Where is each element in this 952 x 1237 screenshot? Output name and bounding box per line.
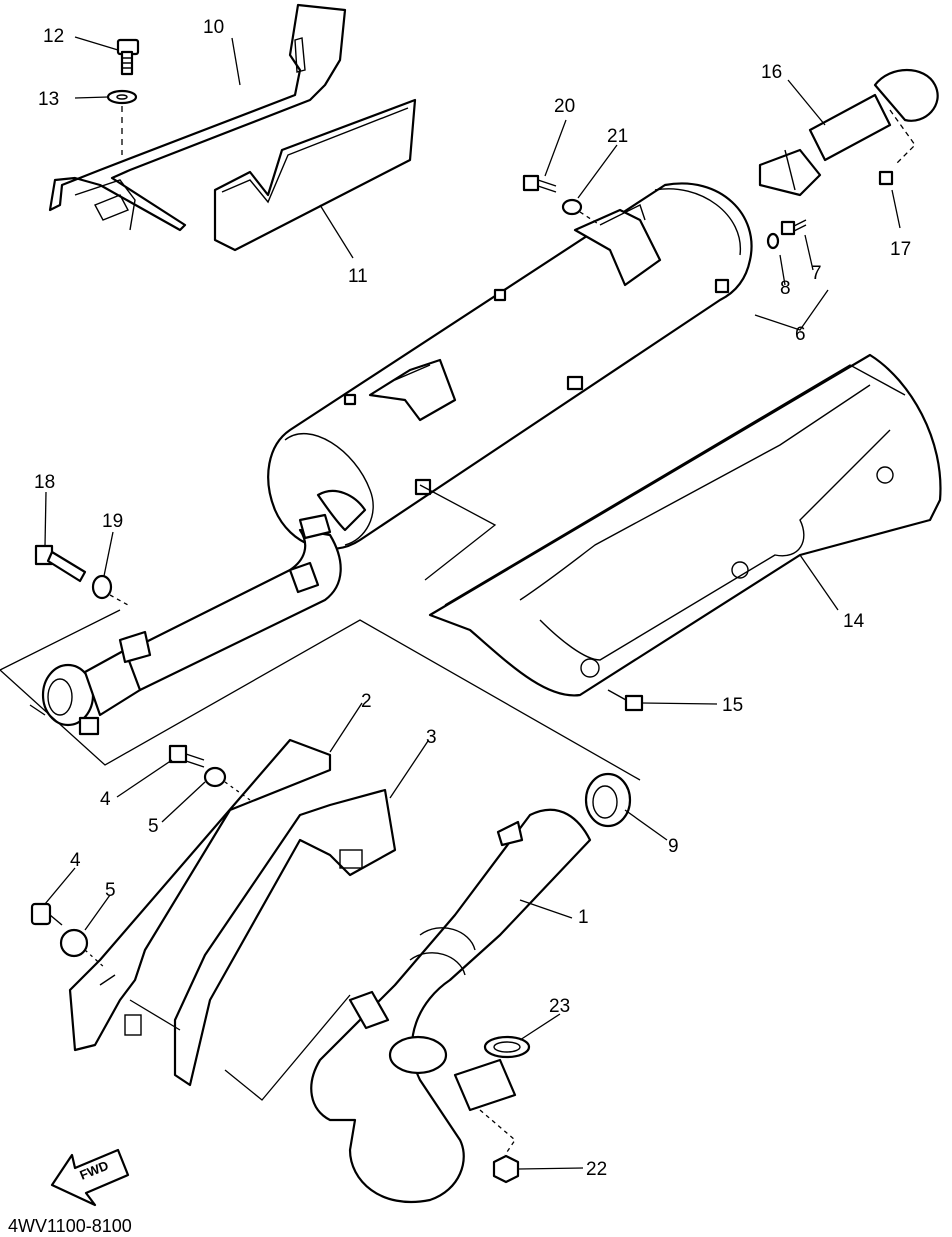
part-14-heat-cover[interactable] [428,353,942,697]
callout-4-upper: 4 [100,789,111,810]
part-8-washer[interactable] [766,232,780,250]
part-5-washer-upper[interactable] [203,766,227,788]
callout-11: 11 [348,266,368,287]
part-17-bolt[interactable] [878,170,894,186]
part-18-bolt[interactable] [34,544,87,583]
part-4-bolt-upper[interactable] [168,744,205,768]
part-21-washer[interactable] [561,198,583,216]
part-7-bolt[interactable] [780,219,807,236]
callout-12: 12 [43,26,64,47]
callout-17: 17 [890,239,911,260]
part-13-washer[interactable] [106,89,138,105]
callout-10: 10 [203,17,224,38]
callout-16: 16 [761,62,782,83]
part-9-gasket[interactable] [584,772,632,828]
callout-6: 6 [795,324,806,345]
part-1-exhaust-pipe[interactable] [310,808,592,1203]
callout-20: 20 [554,96,575,117]
callout-23: 23 [549,996,570,1017]
part-5-washer-lower[interactable] [59,928,89,958]
callout-5-lower: 5 [105,880,116,901]
callout-2: 2 [361,691,372,712]
callout-13: 13 [38,89,59,110]
diagram-code: 4WV1100-8100 [8,1216,132,1236]
part-2-shield[interactable] [68,738,332,1052]
callout-9: 9 [668,836,679,857]
callout-8: 8 [780,278,791,299]
callout-18: 18 [34,472,55,493]
part-22-nut[interactable] [492,1154,520,1184]
callout-1: 1 [578,907,589,928]
part-23-gasket[interactable] [483,1035,531,1059]
part-4-bolt-lower[interactable] [30,902,63,926]
part-19-washer[interactable] [91,574,113,600]
part-15-bolt[interactable] [607,689,644,712]
part-20-bolt[interactable] [522,174,557,193]
part-10-bracket[interactable] [48,3,347,232]
callout-7: 7 [811,263,822,284]
part-16-tailpipe[interactable] [758,68,939,197]
callout-3: 3 [426,727,437,748]
callout-19: 19 [102,511,123,532]
callout-5-upper: 5 [148,816,159,837]
callout-14: 14 [843,611,865,632]
forward-direction-arrow: FWD [50,1148,130,1207]
part-12-bolt[interactable] [116,38,140,76]
muffler-assembly[interactable] [41,182,753,736]
part-3-shield[interactable] [173,788,397,1087]
callout-15: 15 [722,695,743,716]
part-11-shield[interactable] [213,98,417,252]
callout-21: 21 [607,126,628,147]
callout-4-lower: 4 [70,850,81,871]
callout-22: 22 [586,1159,607,1180]
